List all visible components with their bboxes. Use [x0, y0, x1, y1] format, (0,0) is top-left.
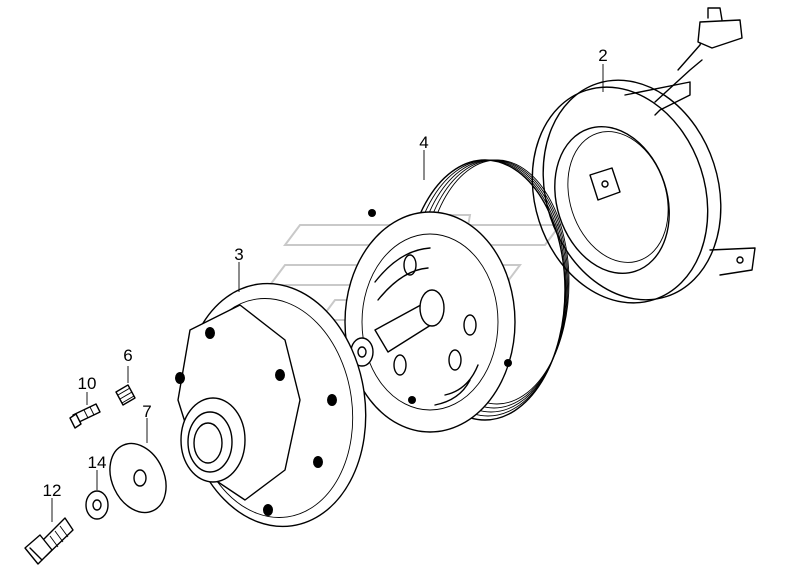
- callouts: 2 4 3 6 7 10 14 12: [43, 46, 608, 500]
- part-4-pulley: [344, 159, 570, 433]
- part-3-clutch-hub: [175, 282, 367, 528]
- callout-6: 6: [123, 346, 132, 365]
- part-2-coil: [531, 7, 756, 304]
- callout-4: 4: [419, 133, 428, 152]
- part-10-screw: [69, 403, 101, 429]
- part-7-washer: [109, 442, 167, 514]
- callout-10: 10: [78, 374, 97, 393]
- part-12-bolt: [24, 517, 74, 565]
- callout-7: 7: [142, 402, 151, 421]
- callout-3: 3: [234, 245, 243, 264]
- callout-12: 12: [43, 481, 62, 500]
- part-6-spring: [115, 384, 136, 406]
- leader-lines: [51, 64, 604, 522]
- callout-2: 2: [598, 46, 607, 65]
- part-14-washer: [85, 490, 109, 520]
- callout-14: 14: [88, 453, 107, 472]
